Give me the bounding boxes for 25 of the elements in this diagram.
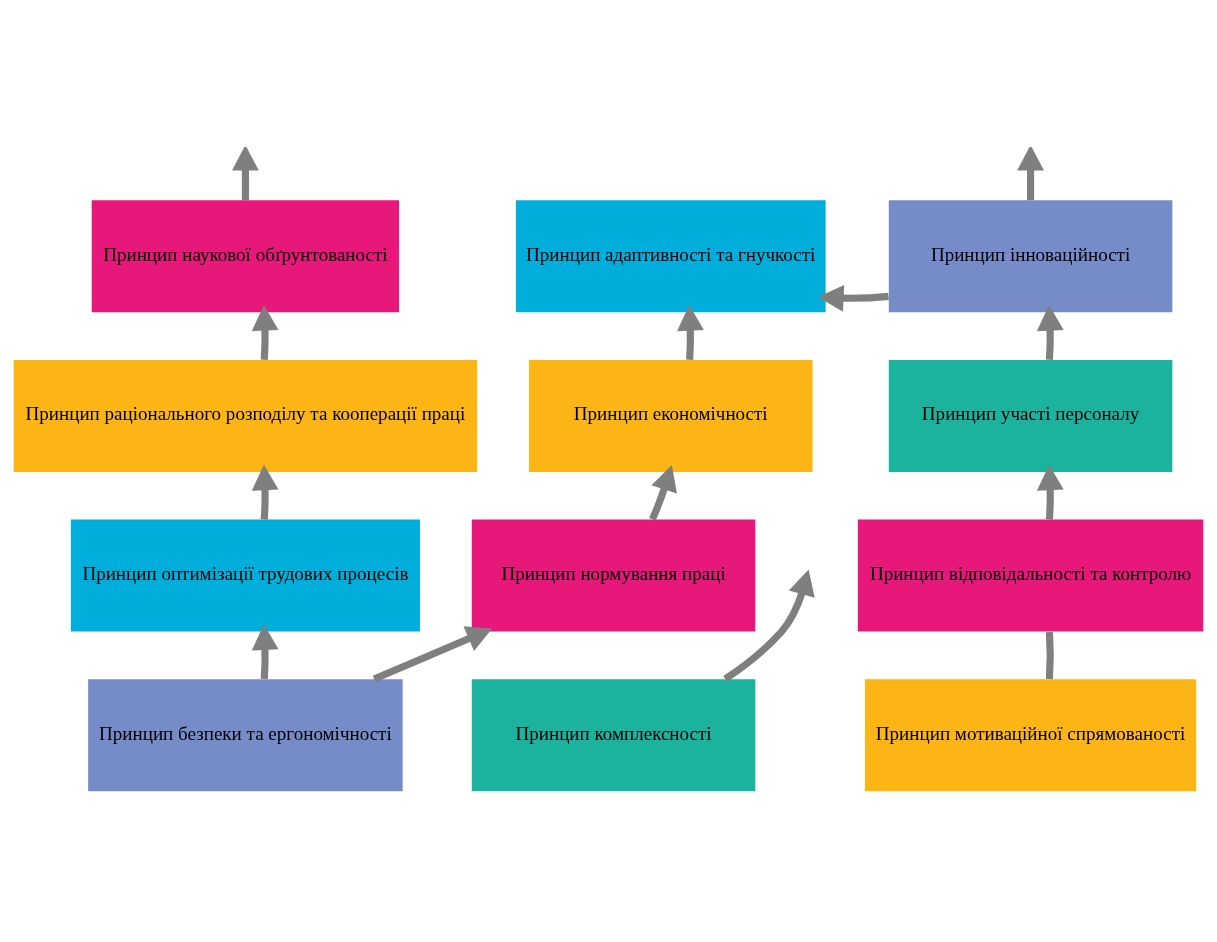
node-box: Принцип оптимізації трудових процесів bbox=[70, 519, 420, 632]
arrow bbox=[723, 568, 815, 682]
node-box: Принцип раціонального розподілу та кооперації праці bbox=[13, 359, 478, 472]
arrow bbox=[251, 623, 279, 679]
node-box: Принцип наукової обґрунтованості bbox=[91, 199, 400, 312]
arrow bbox=[1036, 304, 1064, 360]
arrow bbox=[1036, 464, 1064, 520]
arrow bbox=[251, 304, 279, 360]
node-box: Принцип економічності bbox=[528, 359, 813, 472]
node-box: Принцип участі персоналу bbox=[888, 359, 1173, 472]
node-box: Принцип безпеки та ергономічності bbox=[88, 678, 403, 791]
connector bbox=[1045, 631, 1054, 679]
node-box: Принцип нормування праці bbox=[471, 519, 756, 632]
arrow bbox=[232, 146, 259, 200]
node-box: Принцип адаптивності та гнучкості bbox=[515, 199, 826, 312]
arrow bbox=[1017, 146, 1044, 200]
arrow bbox=[251, 464, 279, 520]
node-box: Принцип мотиваційної спрямованості bbox=[864, 678, 1197, 791]
node-box: Принцип комплексності bbox=[471, 678, 756, 791]
node-box: Принцип відповідальності та контролю bbox=[857, 519, 1204, 632]
arrow bbox=[372, 625, 493, 682]
arrow bbox=[818, 284, 889, 312]
node-box: Принцип інноваційності bbox=[888, 199, 1173, 312]
arrow bbox=[677, 304, 704, 360]
arrow bbox=[649, 464, 677, 521]
